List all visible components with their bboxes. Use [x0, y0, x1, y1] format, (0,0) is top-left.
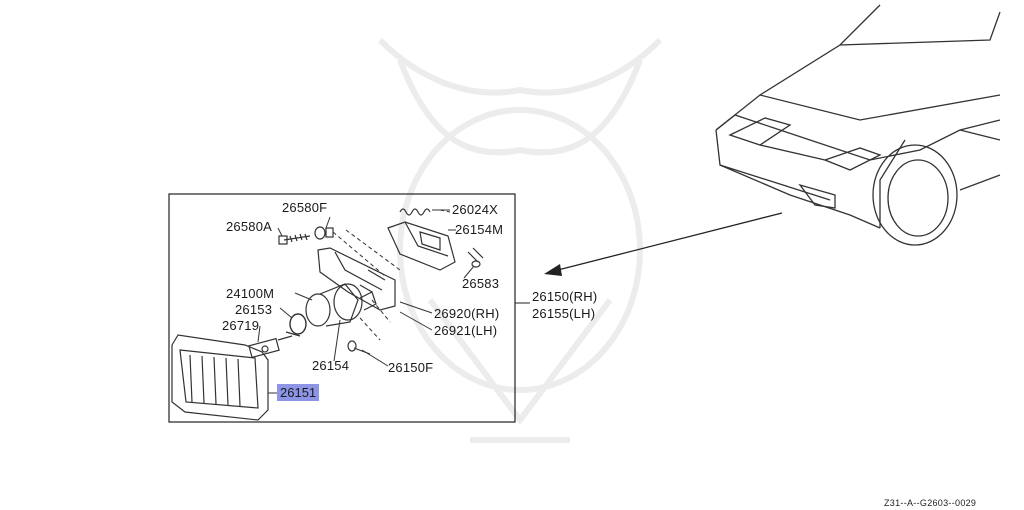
bulb-socket	[248, 331, 301, 359]
label-26150rh: 26150(RH)	[532, 289, 598, 304]
label-26580a: 26580A	[226, 219, 273, 234]
diagram-code: Z31--A--G2603--0029	[884, 498, 977, 508]
upper-bracket	[387, 221, 456, 271]
label-26583: 26583	[462, 276, 500, 291]
main-bulb	[305, 283, 377, 327]
car-front-outline	[715, 4, 1001, 246]
label-26154m: 26154M	[455, 222, 504, 237]
adjust-screw-26580a	[278, 233, 311, 245]
detail-frame	[168, 193, 516, 423]
label-26719: 26719	[222, 318, 260, 333]
watermark-emblem	[377, 37, 663, 443]
label-26153: 26153	[235, 302, 273, 317]
label-26151-highlighted[interactable]: 26151	[277, 384, 320, 401]
bolt-26150f	[347, 340, 371, 355]
label-26150f: 26150F	[388, 360, 434, 375]
lamp-lens	[171, 334, 269, 421]
label-24100m: 24100M	[226, 286, 275, 301]
adjust-spring	[399, 208, 431, 216]
screw-26583	[467, 247, 484, 268]
label-26921lh: 26921(LH)	[434, 323, 498, 338]
leader-lines	[257, 209, 475, 394]
mounting-bracket	[317, 247, 396, 311]
o-ring	[289, 313, 307, 335]
label-26024x: 26024X	[452, 202, 499, 217]
location-arrow	[544, 212, 783, 276]
nut-26580f	[314, 226, 334, 240]
label-26154: 26154	[312, 358, 350, 373]
label-26580f: 26580F	[282, 200, 328, 215]
label-26920rh: 26920(RH)	[434, 306, 500, 321]
label-26155lh: 26155(LH)	[532, 306, 596, 321]
